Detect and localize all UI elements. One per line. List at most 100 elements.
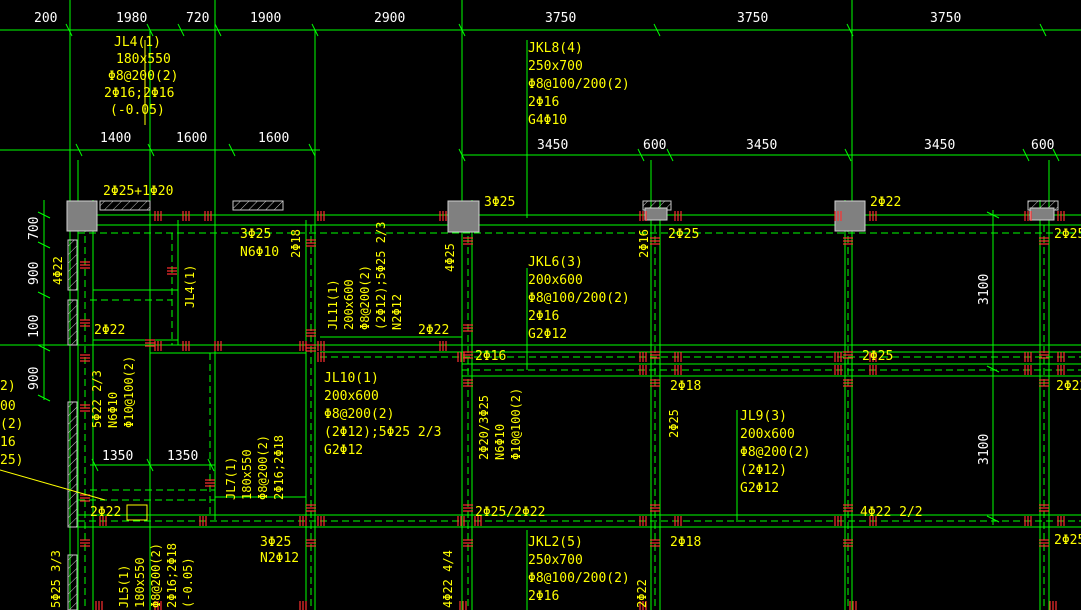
beam-jkl2: JKL2(5) 250x700 Φ8@100/200(2) 2Φ16	[528, 535, 630, 604]
dimension-texts: 200 1980 720 1900 2900 3750 3750 3750 14…	[27, 11, 1054, 465]
beam-line: 16	[0, 435, 16, 450]
rebar-label: N6Φ10	[240, 245, 279, 260]
dim-right: 3100	[977, 274, 992, 305]
dim-second: 1600	[258, 131, 289, 146]
beam-line: JL5(1)	[117, 565, 131, 608]
dim-top: 1980	[116, 11, 147, 26]
rebar-label: 2Φ22	[418, 323, 449, 338]
leader-lines	[0, 40, 146, 501]
column	[1029, 207, 1055, 221]
dim-top: 3750	[545, 11, 576, 26]
rebar-label: 2Φ25/2Φ22	[475, 505, 545, 520]
beam-v2: 2Φ20/3Φ25 N6Φ10 Φ10@100(2)	[477, 388, 523, 460]
rebar-label: 2Φ25+1Φ20	[103, 184, 173, 199]
beam-line: G4Φ10	[528, 113, 567, 128]
dim-second: 3450	[924, 138, 955, 153]
rebar-label: 2Φ25	[668, 227, 699, 242]
rebar-label: 4Φ22	[51, 256, 65, 285]
beam-line: Φ8@200(2)	[324, 407, 394, 422]
rebar-marks	[80, 211, 1065, 610]
beam-line: N6Φ10	[493, 424, 507, 460]
beam-line: 25)	[0, 453, 23, 468]
dim-top: 200	[34, 11, 57, 26]
beam-line: Φ8@100/200(2)	[528, 77, 630, 92]
column	[644, 207, 668, 221]
dim-left: 900	[27, 262, 42, 285]
beam-annotations: JL4(1) 180x550 Φ8@200(2) 2Φ16;2Φ16 (-0.0…	[0, 35, 810, 604]
rebar-label: 2Φ22	[94, 323, 125, 338]
rebar-label: 2Φ25	[667, 409, 681, 438]
beam-line: 2Φ16;2Φ16	[104, 86, 174, 101]
dim-top: 1900	[250, 11, 281, 26]
beam-line: (2Φ12)	[740, 463, 787, 478]
beam-v1: 5Φ22 2/3 N6Φ10 Φ10@100(2)	[90, 356, 136, 428]
beam-jkl8: JKL8(4) 250x700 Φ8@100/200(2) 2Φ16 G4Φ10	[528, 41, 630, 128]
dim-second: 600	[643, 138, 666, 153]
rebar-label: 4Φ22 2/2	[860, 505, 923, 520]
beam-line: (2Φ12);5Φ25 2/3	[324, 425, 441, 440]
beam-line: Φ8@100/200(2)	[528, 291, 630, 306]
left-cut-annotation: 2) 00 (2) 16 25)	[0, 379, 23, 468]
beam-line: 2Φ20/3Φ25	[477, 395, 491, 460]
dim-mid: 1350	[167, 449, 198, 464]
beam-line: (2)	[0, 417, 23, 432]
beam-jl7: JL7(1) 180x550 Φ8@200(2) 2Φ16;2Φ18	[224, 435, 286, 500]
rebar-label: 2Φ16	[637, 229, 651, 258]
rebar-label: 2Φ22	[635, 579, 649, 608]
dim-top: 3750	[930, 11, 961, 26]
beam-line: 5Φ22 2/3	[90, 370, 104, 428]
column	[834, 200, 866, 232]
column	[447, 200, 480, 233]
dim-second: 1600	[176, 131, 207, 146]
beam-line: 200x600	[324, 389, 379, 404]
beam-line: (2Φ12);5Φ25 2/3	[374, 222, 388, 330]
beam-line: 200x600	[740, 427, 795, 442]
dim-top: 3750	[737, 11, 768, 26]
beam-line: Φ8@200(2)	[740, 445, 810, 460]
dimension-lines	[0, 23, 1081, 525]
dim-left: 100	[27, 315, 42, 338]
beam-line: 2)	[0, 379, 16, 394]
rotated-rebar-labels: 2Φ18 4Φ25 2Φ16 4Φ22 JL4(1) 2Φ25 5Φ25 3/3…	[49, 229, 681, 608]
column	[66, 200, 98, 232]
beam-line: Φ10@100(2)	[122, 356, 136, 428]
beam-line: G2Φ12	[740, 481, 779, 496]
beam-line: G2Φ12	[528, 327, 567, 342]
beam-line: (-0.05)	[181, 557, 195, 608]
dim-second: 600	[1031, 138, 1054, 153]
rebar-label: N2Φ12	[260, 551, 299, 566]
rebar-label: 2Φ18	[670, 535, 701, 550]
beam-jl9: JL9(3) 200x600 Φ8@200(2) (2Φ12) G2Φ12	[740, 409, 810, 496]
beam-line: JL9(3)	[740, 409, 787, 424]
dim-left: 700	[27, 217, 42, 240]
beam-line: 00	[0, 399, 16, 414]
beam-line: Φ8@200(2)	[149, 543, 163, 608]
rebar-label: 2Φ18	[289, 229, 303, 258]
beam-line: Φ8@200(2)	[108, 69, 178, 84]
beam-line: 200x600	[342, 279, 356, 330]
beam-line: Φ8@100/200(2)	[528, 571, 630, 586]
columns	[66, 200, 1055, 233]
dim-second: 3450	[746, 138, 777, 153]
beam-line: Φ8@200(2)	[256, 435, 270, 500]
rebar-label: JL4(1)	[183, 265, 197, 308]
rebar-label: 3Φ25	[484, 195, 515, 210]
rebar-label: 2Φ22	[90, 505, 121, 520]
rebar-label: 2Φ22	[870, 195, 901, 210]
rebar-label: 2Φ18	[670, 379, 701, 394]
rebar-label: 4Φ22 4/4	[441, 550, 455, 608]
rebar-label: 2Φ25	[1054, 227, 1081, 242]
dim-second: 1400	[100, 131, 131, 146]
hatched-walls	[67, 200, 1059, 610]
beam-line: 180x550	[133, 557, 147, 608]
rebar-label: 2Φ22	[1056, 379, 1081, 394]
beam-line: (-0.05)	[110, 103, 165, 118]
beam-line: 250x700	[528, 553, 583, 568]
rebar-label: 5Φ25 3/3	[49, 550, 63, 608]
beam-line: JL4(1)	[114, 35, 161, 50]
dim-top: 2900	[374, 11, 405, 26]
beam-line: JL10(1)	[324, 371, 379, 386]
dim-right: 3100	[977, 434, 992, 465]
